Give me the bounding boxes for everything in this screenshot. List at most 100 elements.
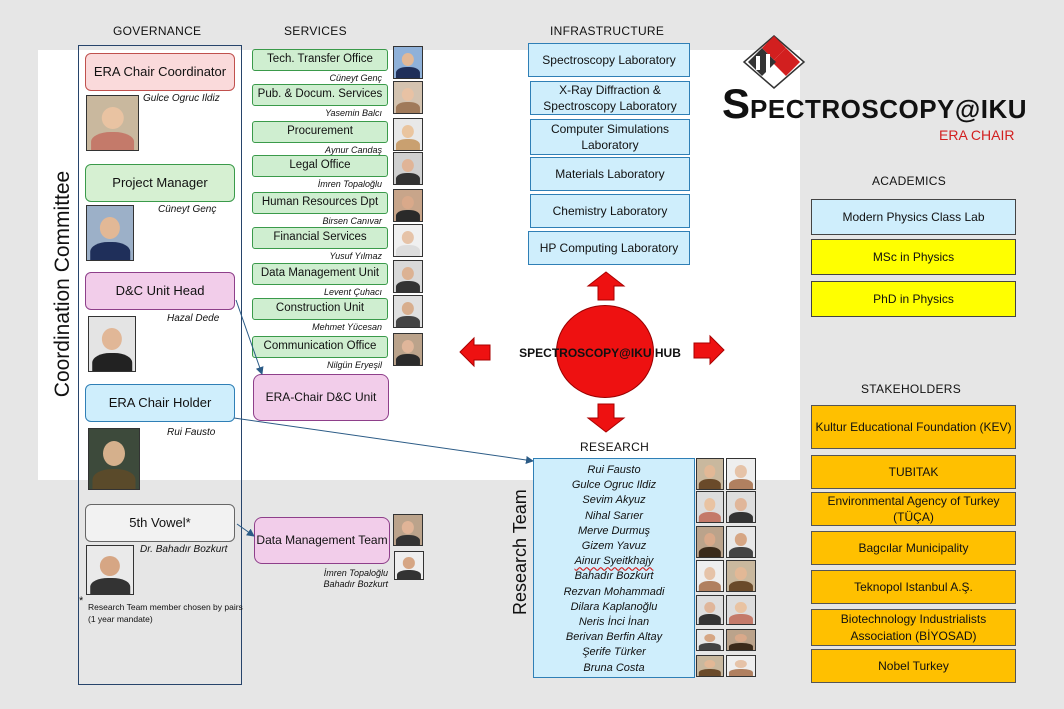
service-person-name: İmren Topaloğlu bbox=[317, 179, 382, 189]
research-team-member: Rezvan Mohammadi bbox=[563, 585, 665, 598]
infrastructure-box-label: Materials Laboratory bbox=[555, 166, 665, 181]
stakeholder-box-7[interactable]: Nobel Turkey bbox=[811, 649, 1016, 683]
research-team-member: Berivan Berfin Altay bbox=[565, 631, 663, 644]
infrastructure-box-label: HP Computing Laboratory bbox=[539, 240, 679, 255]
stakeholder-box-1[interactable]: Kultur Educational Foundation (KEV) bbox=[811, 405, 1016, 449]
service-box-label: Legal Office bbox=[289, 159, 351, 172]
research-photo-left bbox=[696, 458, 724, 490]
research-photo-left bbox=[696, 491, 724, 523]
stakeholder-box-label: Bagcılar Municipality bbox=[858, 540, 969, 555]
research-photo-left bbox=[696, 629, 724, 651]
governance-person-name: Dr. Bahadır Bozkurt bbox=[140, 544, 228, 555]
governance-box-label: D&C Unit Head bbox=[115, 283, 205, 299]
service-box-5[interactable]: Human Resources Dpt bbox=[252, 192, 388, 214]
logo-title-rest: PECTROSCOPY@IKU bbox=[750, 94, 1028, 124]
service-person-photo bbox=[393, 295, 423, 328]
research-team-member: Şerife Türker bbox=[582, 646, 646, 659]
service-box-1[interactable]: Tech. Transfer Office bbox=[252, 49, 388, 71]
logo-title: SPECTROSCOPY@IKU bbox=[722, 80, 1027, 128]
infrastructure-box-label: X-Ray Diffraction & Spectroscopy Laborat… bbox=[543, 82, 677, 113]
research-photo-right bbox=[726, 560, 756, 592]
research-photo-right bbox=[726, 526, 756, 558]
service-box-7[interactable]: Data Management Unit bbox=[252, 263, 388, 285]
era-chair-dc-unit-box[interactable]: ERA-Chair D&C Unit bbox=[253, 374, 389, 421]
governance-person-photo bbox=[86, 545, 134, 595]
stakeholder-box-label: Nobel Turkey bbox=[878, 658, 949, 673]
service-box-3[interactable]: Procurement bbox=[252, 121, 388, 143]
service-person-name: Birsen Canıvar bbox=[322, 216, 382, 226]
research-team-member: Dilara Kaplanoğlu bbox=[570, 600, 658, 613]
governance-person-photo bbox=[88, 316, 136, 372]
research-team-member: Rui Fausto bbox=[587, 464, 641, 476]
governance-person-name: Rui Fausto bbox=[167, 427, 216, 438]
governance-box-label: ERA Chair Holder bbox=[108, 395, 212, 411]
academics-box-label: MSc in Physics bbox=[872, 249, 955, 264]
stakeholder-box-5[interactable]: Teknopol Istanbul A.Ş. bbox=[811, 570, 1016, 604]
infrastructure-box-6[interactable]: HP Computing Laboratory bbox=[528, 231, 690, 265]
service-box-4[interactable]: Legal Office bbox=[252, 155, 388, 177]
era-chair-dc-unit-label: ERA-Chair D&C Unit bbox=[265, 390, 377, 405]
service-box-8[interactable]: Construction Unit bbox=[252, 298, 388, 320]
governance-person-name: Cüneyt Genç bbox=[158, 204, 217, 215]
research-team-member: Merve Durmuş bbox=[577, 524, 651, 537]
stakeholder-box-label: Environmental Agency of Turkey (TÜÇA) bbox=[827, 493, 1000, 524]
service-person-photo bbox=[393, 81, 423, 114]
service-box-6[interactable]: Financial Services bbox=[252, 227, 388, 249]
stakeholders-header: STAKEHOLDERS bbox=[861, 382, 962, 396]
governance-box-label: ERA Chair Coordinator bbox=[93, 64, 227, 80]
stakeholder-box-4[interactable]: Bagcılar Municipality bbox=[811, 531, 1016, 565]
research-photo-right bbox=[726, 595, 756, 625]
hub-label: SPECTROSCOPY@IKU HUB bbox=[519, 346, 681, 360]
service-person-name: Yasemin Balcı bbox=[325, 108, 382, 118]
research-team-member: Gizem Yavuz bbox=[581, 540, 647, 552]
service-person-photo bbox=[393, 260, 423, 293]
logo-subtitle: ERA CHAIR bbox=[939, 127, 1015, 143]
research-team-member: Gulce Ogruc Ildiz bbox=[571, 479, 657, 492]
academics-box-2[interactable]: MSc in Physics bbox=[811, 239, 1016, 275]
service-box-label: Pub. & Docum. Services bbox=[257, 88, 383, 101]
stakeholder-box-label: Teknopol Istanbul A.Ş. bbox=[854, 579, 973, 594]
service-box-label: Communication Office bbox=[263, 340, 377, 353]
data-team-persons: İmren Topaloğlu Bahadır Bozkurt bbox=[323, 568, 388, 589]
stakeholder-box-2[interactable]: TUBITAK bbox=[811, 455, 1016, 489]
infrastructure-box-4[interactable]: Materials Laboratory bbox=[530, 157, 690, 191]
infrastructure-box-2[interactable]: X-Ray Diffraction & Spectroscopy Laborat… bbox=[530, 81, 690, 115]
stakeholder-box-6[interactable]: Biotechnology Industrialists Association… bbox=[811, 609, 1016, 646]
academics-box-3[interactable]: PhD in Physics bbox=[811, 281, 1016, 317]
research-team-member: Ainur Syeitkhajy bbox=[574, 555, 654, 568]
stakeholder-box-label: Biotechnology Industrialists Association… bbox=[840, 612, 987, 643]
research-team-member: Sevim Akyuz bbox=[582, 494, 646, 507]
infrastructure-box-3[interactable]: Computer Simulations Laboratory bbox=[530, 119, 690, 155]
service-box-label: Human Resources Dpt bbox=[261, 196, 379, 209]
hub-circle[interactable] bbox=[556, 305, 654, 398]
academics-box-1[interactable]: Modern Physics Class Lab bbox=[811, 199, 1016, 235]
infrastructure-box-label: Computer Simulations Laboratory bbox=[550, 121, 670, 152]
stakeholder-box-3[interactable]: Environmental Agency of Turkey (TÜÇA) bbox=[811, 492, 1016, 526]
infrastructure-box-5[interactable]: Chemistry Laboratory bbox=[530, 194, 690, 228]
governance-box-4[interactable]: ERA Chair Holder bbox=[85, 384, 235, 422]
infrastructure-box-label: Chemistry Laboratory bbox=[552, 203, 668, 218]
research-team-member: Neris İnci İnan bbox=[578, 616, 650, 628]
research-team-member: Nihal Sarıer bbox=[584, 509, 644, 522]
research-header: RESEARCH bbox=[580, 440, 650, 454]
governance-box-3[interactable]: D&C Unit Head bbox=[85, 272, 235, 310]
service-person-photo bbox=[393, 118, 423, 151]
governance-person-photo bbox=[88, 428, 140, 490]
academics-header: ACADEMICS bbox=[872, 174, 947, 188]
research-photo-right bbox=[726, 458, 756, 490]
governance-box-label: 5th Vowel* bbox=[129, 515, 191, 531]
service-person-name: Levent Çuhacı bbox=[323, 287, 382, 297]
infrastructure-box-1[interactable]: Spectroscopy Laboratory bbox=[528, 43, 690, 77]
infrastructure-box-label: Spectroscopy Laboratory bbox=[542, 52, 676, 67]
governance-header: GOVERNANCE bbox=[113, 24, 202, 38]
service-person-photo bbox=[393, 152, 423, 185]
governance-person-photo bbox=[86, 95, 139, 151]
service-box-2[interactable]: Pub. & Docum. Services bbox=[252, 84, 388, 106]
data-management-team-box[interactable]: Data Management Team bbox=[254, 517, 390, 564]
service-box-9[interactable]: Communication Office bbox=[252, 336, 388, 358]
service-person-name: Aynur Candaş bbox=[325, 145, 382, 155]
governance-box-5[interactable]: 5th Vowel* bbox=[85, 504, 235, 542]
research-team-label: Research Team bbox=[510, 489, 530, 615]
governance-box-1[interactable]: ERA Chair Coordinator bbox=[85, 53, 235, 91]
governance-box-2[interactable]: Project Manager bbox=[85, 164, 235, 202]
